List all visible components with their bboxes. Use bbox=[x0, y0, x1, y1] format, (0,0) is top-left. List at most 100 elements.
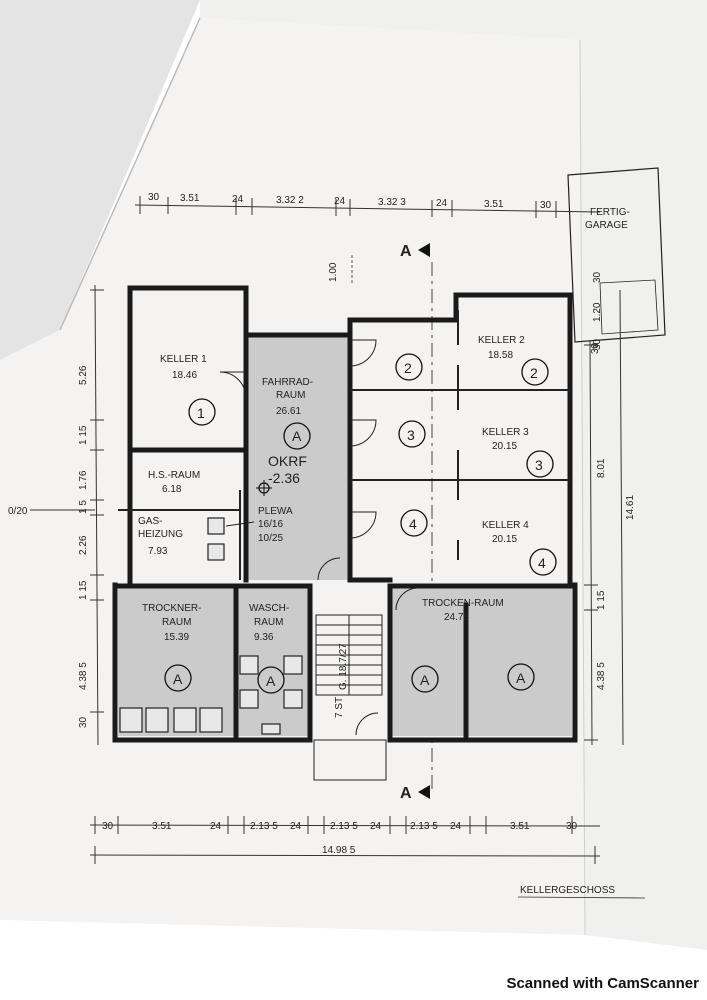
plan-title: KELLERGESCHOSS bbox=[520, 885, 615, 896]
doors bbox=[219, 339, 419, 736]
room-keller3-symbol: 3 bbox=[535, 457, 543, 473]
top-dimension-line bbox=[134, 196, 601, 218]
top-dim-3: 3.32 2 bbox=[276, 195, 304, 206]
room-fahrrad-symbol: A bbox=[292, 428, 302, 444]
bottom-dim-2: 24 bbox=[210, 821, 222, 832]
appliances bbox=[119, 517, 303, 735]
room-trocken-symbol-2: A bbox=[420, 672, 430, 688]
top-dim-1: 3.51 bbox=[180, 193, 200, 204]
room-gasheizung-name-1: GAS- bbox=[138, 516, 162, 527]
left-dim-2: 1.76 bbox=[78, 470, 89, 490]
bottom-dim-4: 24 bbox=[290, 821, 302, 832]
room-trocken-area: 24.75 bbox=[444, 612, 469, 623]
room-keller4-area: 20.15 bbox=[492, 534, 517, 545]
room-wasch-name-1: WASCH- bbox=[249, 603, 289, 614]
scanner-footer: Scanned with CamScanner bbox=[506, 975, 699, 992]
room-trockner-name-2: RAUM bbox=[162, 617, 191, 628]
right-dim-4: 4.38 5 bbox=[596, 662, 607, 690]
right-dimension-line bbox=[584, 289, 624, 746]
bottom-total-dim: 14.98 5 bbox=[322, 845, 356, 856]
top-dim-7: 3.51 bbox=[484, 199, 504, 210]
room-trockner-name-1: TROCKNER- bbox=[142, 603, 201, 614]
garage-outline bbox=[567, 167, 666, 343]
okrf-label: OKRF bbox=[268, 453, 307, 469]
bottom-dim-7: 2.13 5 bbox=[410, 821, 438, 832]
left-dim-7: 30 bbox=[78, 716, 89, 728]
corridor-symbol-2: 2 bbox=[404, 360, 412, 376]
room-fahrrad-name-2: RAUM bbox=[276, 390, 305, 401]
okrf-value: -2.36 bbox=[268, 470, 300, 486]
bottom-dim-0: 30 bbox=[102, 821, 114, 832]
room-keller2-area: 18.58 bbox=[488, 350, 513, 361]
corridor-symbol-4: 4 bbox=[409, 516, 417, 532]
room-gasheizung-name-2: HEIZUNG bbox=[138, 529, 183, 540]
top-dim-5: 3.32 3 bbox=[378, 197, 406, 208]
left-dim-6: 4.38 5 bbox=[78, 662, 89, 690]
staircase bbox=[313, 614, 387, 781]
room-fahrrad-area: 26.61 bbox=[276, 406, 301, 417]
left-dim-3: 1 5 bbox=[78, 500, 89, 514]
room-fahrrad-name-1: FAHRRAD- bbox=[262, 377, 313, 388]
bottom-dim-5: 2.13 5 bbox=[330, 821, 358, 832]
room-hsraum-name: H.S.-RAUM bbox=[148, 470, 200, 481]
room-keller2-name: KELLER 2 bbox=[478, 335, 525, 346]
right-dim-1: 8.01 bbox=[596, 458, 607, 478]
left-dim-0: 5.26 bbox=[78, 365, 89, 385]
bottom-dim-3: 2.13 5 bbox=[250, 821, 278, 832]
left-dim-4: 2.26 bbox=[78, 535, 89, 555]
stair-label-left: 7 ST bbox=[334, 697, 345, 718]
plewa-line-1: 16/16 bbox=[258, 519, 283, 530]
top-dim-2: 24 bbox=[232, 194, 244, 205]
top-dim-6: 24 bbox=[436, 198, 448, 209]
room-keller1-name: KELLER 1 bbox=[160, 354, 207, 365]
bottom-dim-8: 24 bbox=[450, 821, 462, 832]
room-keller4-name: KELLER 4 bbox=[482, 520, 529, 531]
section-arrow-bottom bbox=[418, 785, 430, 799]
bottom-dim-6: 24 bbox=[370, 821, 382, 832]
room-keller1-symbol: 1 bbox=[197, 405, 205, 421]
top-small-dim: 1.00 bbox=[328, 262, 339, 282]
walls bbox=[112, 285, 578, 743]
bottom-dim-1: 3.51 bbox=[152, 821, 172, 832]
top-dim-4: 24 bbox=[334, 196, 346, 207]
stair-label-right: G. 18.7/27 bbox=[338, 643, 349, 690]
plewa-label: PLEWA bbox=[258, 506, 293, 517]
left-edge-dim: 0/20 bbox=[8, 506, 28, 517]
room-keller3-name: KELLER 3 bbox=[482, 427, 529, 438]
left-dim-5: 1 15 bbox=[78, 580, 89, 600]
section-mark-bottom: A bbox=[400, 785, 412, 802]
room-keller3-area: 20.15 bbox=[492, 441, 517, 452]
room-trocken-symbol: A bbox=[516, 670, 526, 686]
garage-label-2: GARAGE bbox=[585, 220, 628, 231]
left-dimension-line bbox=[90, 284, 104, 746]
garage-label-1: FERTIG- bbox=[590, 207, 630, 218]
room-keller2-symbol: 2 bbox=[530, 365, 538, 381]
right-dim-2: 14.61 bbox=[625, 495, 636, 520]
section-mark-top: A bbox=[400, 243, 412, 260]
bottom-dimension-line bbox=[89, 816, 601, 864]
room-trocken-name: TROCKEN-RAUM bbox=[422, 598, 504, 609]
right-dim-0: 30 bbox=[590, 342, 601, 354]
bottom-dim-10: 30 bbox=[566, 821, 578, 832]
room-trockner-area: 15.39 bbox=[164, 632, 189, 643]
room-keller4-symbol: 4 bbox=[538, 555, 546, 571]
section-arrow-top bbox=[418, 243, 430, 257]
right-dim-3: 1 15 bbox=[596, 590, 607, 610]
room-wasch-symbol: A bbox=[266, 673, 276, 689]
room-wasch-name-2: RAUM bbox=[254, 617, 283, 628]
garage-dim-2: 30 bbox=[592, 338, 603, 350]
room-keller1-area: 18.46 bbox=[172, 370, 197, 381]
plewa-line-2: 10/25 bbox=[258, 533, 283, 544]
room-hsraum-area: 6.18 bbox=[162, 484, 182, 495]
room-trockner-symbol: A bbox=[173, 671, 183, 687]
room-gasheizung-area: 7.93 bbox=[148, 546, 168, 557]
thin-partitions bbox=[118, 310, 570, 580]
top-dim-8: 30 bbox=[540, 200, 552, 211]
left-dim-1: 1 15 bbox=[78, 425, 89, 445]
garage-dim-0: 30 bbox=[592, 271, 603, 283]
top-dim-0: 30 bbox=[148, 192, 160, 203]
bottom-dim-9: 3.51 bbox=[510, 821, 530, 832]
corridor-symbol-3: 3 bbox=[407, 427, 415, 443]
garage-dim-1: 1.20 bbox=[592, 302, 603, 322]
